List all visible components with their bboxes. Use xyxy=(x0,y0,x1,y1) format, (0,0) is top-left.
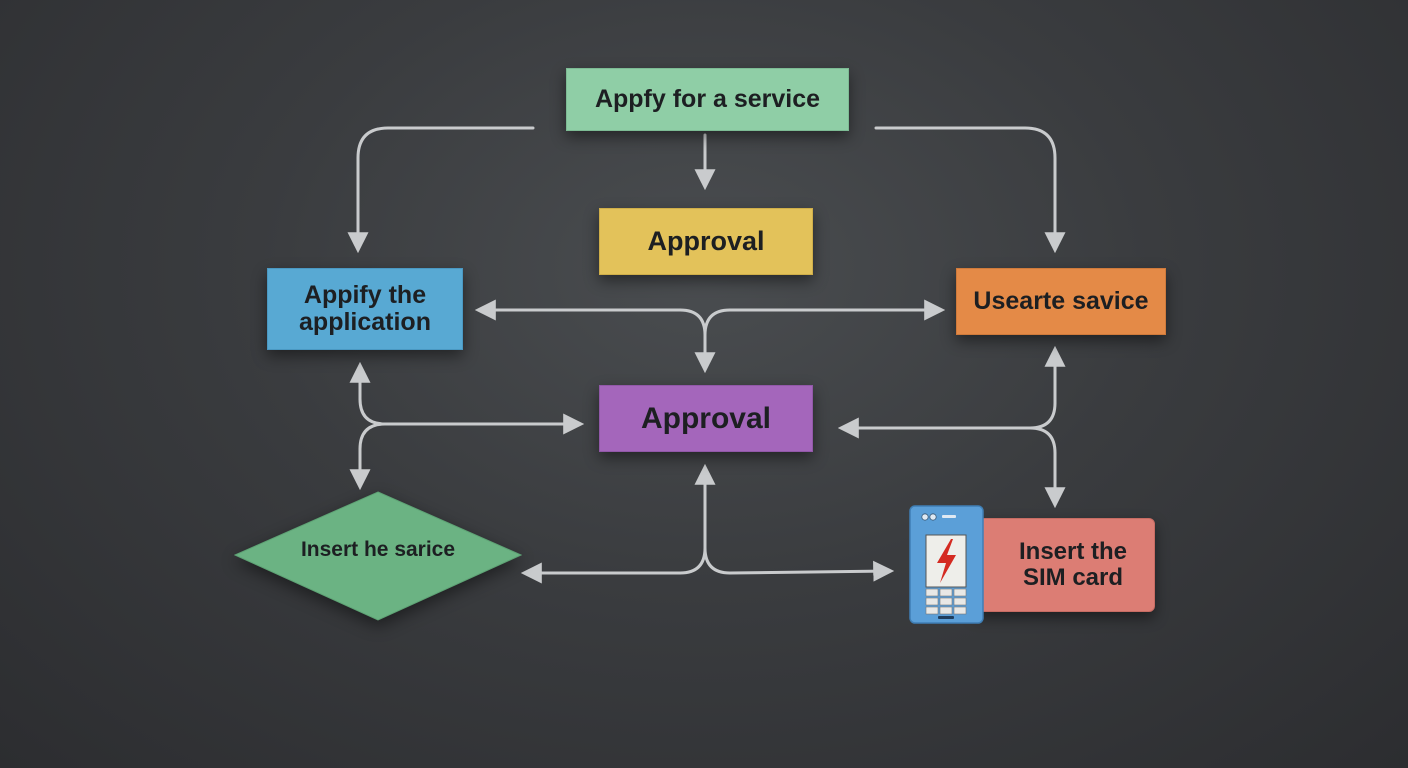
node-approval-top: Approval xyxy=(599,208,813,275)
node-appify-application-line1: Appify the xyxy=(303,280,427,309)
node-appify-application-line2: application xyxy=(299,308,431,336)
node-appify-application: Appify the application xyxy=(267,268,463,350)
node-insert-sim-line2: SIM card xyxy=(1022,564,1124,591)
node-approval-center: Approval xyxy=(599,385,813,452)
node-insert-sim-card: Insert the SIM card xyxy=(975,518,1155,612)
node-usearte-savice-label: Usearte savice xyxy=(973,286,1149,315)
diamond-shape xyxy=(234,491,522,621)
arrow-apply-to-usearte xyxy=(874,126,1066,254)
node-approval-center-label: Approval xyxy=(640,402,772,435)
connector-left-fork xyxy=(358,397,387,451)
node-apply-for-service: Appfy for a service xyxy=(566,68,849,131)
node-apply-for-service-label: Appfy for a service xyxy=(594,84,821,113)
connector-right-fork xyxy=(1028,401,1057,455)
node-insert-sim-line1: Insert the xyxy=(1018,537,1128,565)
node-insert-he-sarice: Insert he sarice xyxy=(234,491,522,621)
node-usearte-savice: Usearte savice xyxy=(956,268,1166,335)
mobile-phone-lightning-icon xyxy=(909,505,984,624)
connector-branch-curve xyxy=(678,308,732,337)
node-approval-top-label: Approval xyxy=(647,225,765,256)
arrow-bottom-to-sim xyxy=(728,560,895,582)
node-insert-he-sarice-label: Insert he sarice xyxy=(300,538,456,561)
arrow-apply-to-appify xyxy=(347,126,535,254)
connector-bottom-fork xyxy=(678,546,732,575)
